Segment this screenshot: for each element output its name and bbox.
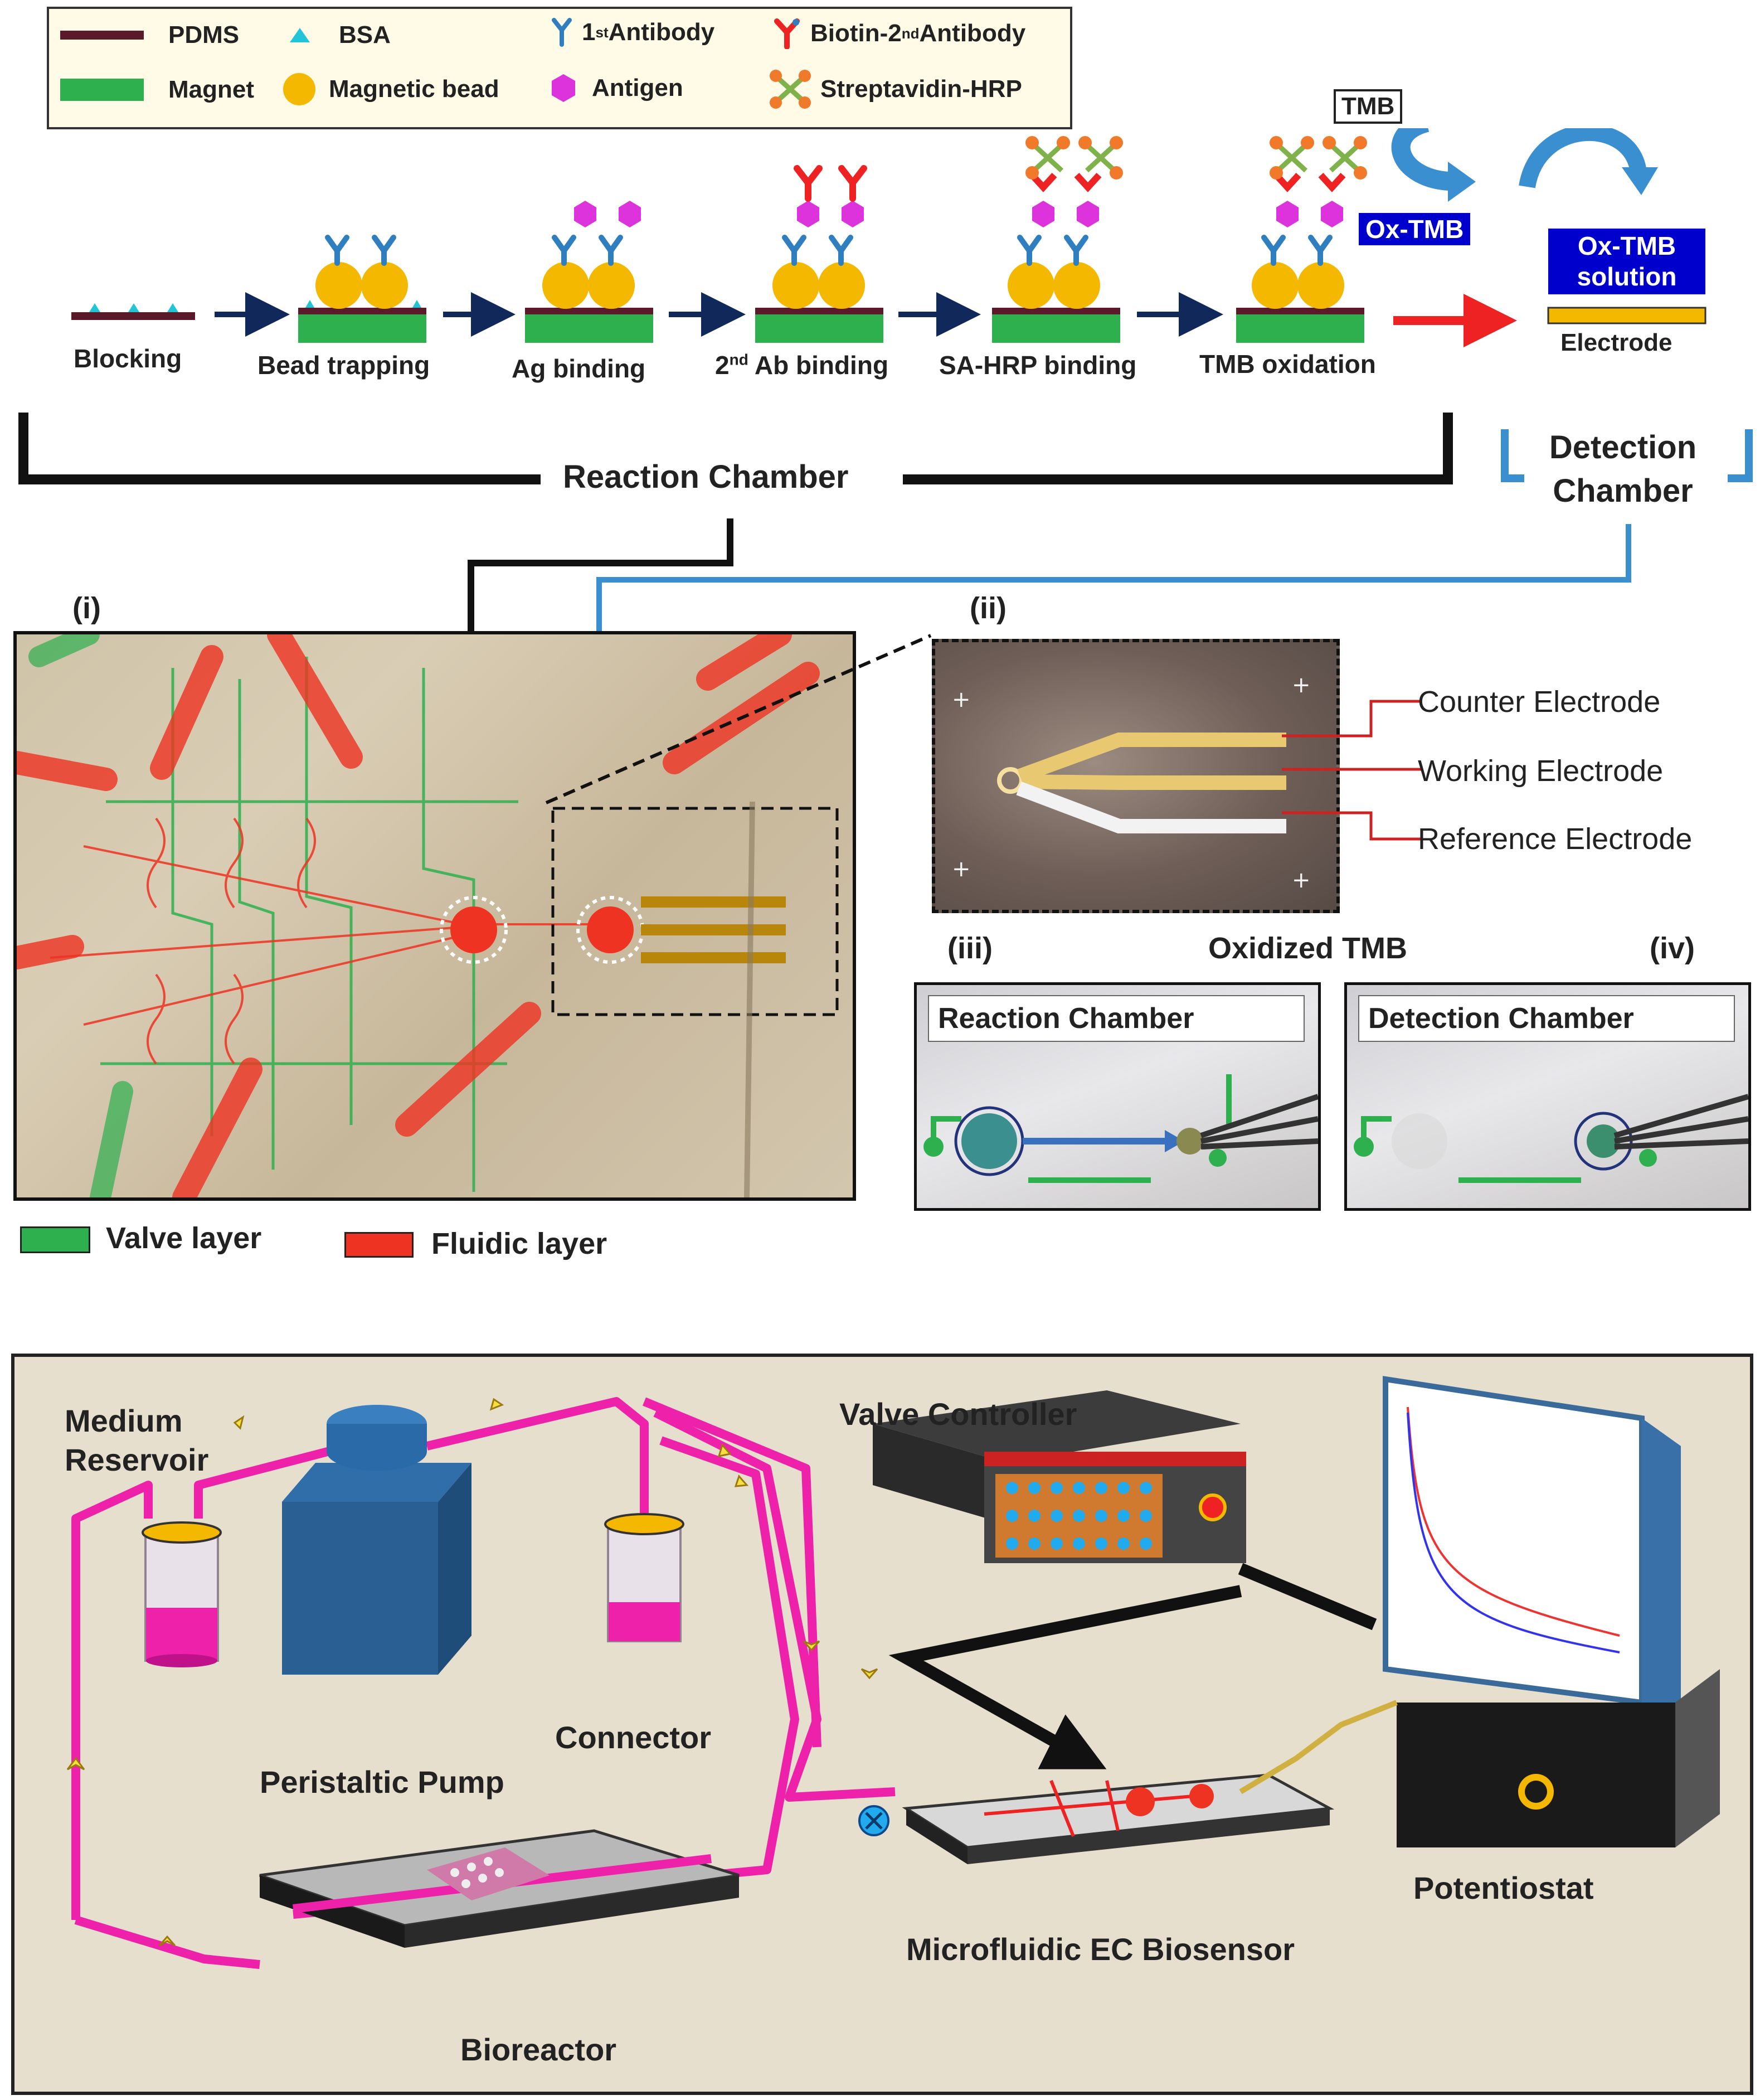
- step-sa-hrp-binding-graphic: [992, 136, 1123, 343]
- svg-text:+: +: [952, 856, 971, 882]
- panel-label-ii: (ii): [970, 591, 1007, 625]
- tmb-box: TMB: [1334, 89, 1403, 124]
- step-tmb-oxidation-graphic: [1236, 136, 1367, 343]
- detection-chamber-scene: [1354, 1094, 1748, 1183]
- legend-item-bsa: BSA: [289, 21, 391, 49]
- step-label-2nd-ab-binding: 2nd Ab binding: [715, 351, 889, 380]
- panel-label-iv: (iv): [1650, 932, 1695, 965]
- electrode-bar: [1547, 307, 1706, 324]
- step-label-tmb-oxidation: TMB oxidation: [1199, 350, 1376, 379]
- zoom-connector: [545, 634, 932, 804]
- counter-electrode-label: Counter Electrode: [1418, 685, 1661, 719]
- step-ag-binding-graphic: [525, 201, 653, 343]
- legend-item-magnet: Magnet: [60, 76, 254, 104]
- connector-label: Connector: [555, 1720, 711, 1755]
- magnet-bar-icon: [60, 79, 144, 101]
- peristaltic-pump-label: Peristaltic Pump: [260, 1764, 504, 1800]
- svg-text:+: +: [1292, 867, 1311, 893]
- valve-layer-label: Valve layer: [106, 1221, 262, 1255]
- bsa-triangle-icon: [290, 28, 310, 42]
- bead-circle-icon: [283, 73, 315, 105]
- ox-tmb-solution-box: Ox-TMB solution: [1548, 229, 1705, 295]
- bioreactor-label: Bioreactor: [460, 2032, 617, 2067]
- working-electrode-label: Working Electrode: [1418, 754, 1664, 788]
- reference-electrode-label: Reference Electrode: [1418, 822, 1693, 856]
- step-label-sa-hrp-binding: SA-HRP binding: [939, 351, 1137, 380]
- detection-chamber-label: Detection Chamber: [1549, 429, 1697, 510]
- svg-text:+: +: [952, 687, 971, 712]
- legend-item-magnetic-bead: Magnetic bead: [283, 73, 499, 105]
- step-blocking-graphic: [71, 303, 195, 320]
- reaction-chamber-caption: Reaction Chamber: [928, 995, 1305, 1042]
- panel-label-i: (i): [72, 591, 101, 625]
- step-2nd-ab-binding-graphic: [755, 165, 883, 343]
- chamber-brackets: [18, 413, 1753, 636]
- biotin-antibody-icon: [774, 18, 800, 49]
- detection-chamber-photo: Detection Chamber: [1344, 982, 1751, 1211]
- step-label-blocking: Blocking: [74, 344, 182, 373]
- system-graphics: [66, 1376, 1720, 1969]
- step-label-ag-binding: Ag binding: [512, 354, 646, 383]
- oxidized-tmb-label: Oxidized TMB: [1208, 932, 1408, 965]
- fluidic-layer-label: Fluidic layer: [431, 1227, 607, 1260]
- electrode-callout-lines: [1282, 700, 1421, 841]
- legend-item-streptavidin-hrp: Streptavidin-HRP: [768, 69, 1022, 109]
- chip-channels: [17, 634, 839, 1197]
- medium-reservoir-label: Medium Reservoir: [65, 1403, 209, 1477]
- curved-arrow-tmb: [1391, 128, 1450, 191]
- pdms-bar-icon: [60, 31, 144, 40]
- curved-arrow-ox: [1519, 128, 1647, 188]
- legend-item-antigen: Antigen: [551, 73, 683, 103]
- panel-label-iii: (iii): [947, 932, 993, 965]
- antigen-hexagon-icon: [552, 74, 575, 102]
- electrode-traces: + + + +: [952, 672, 1311, 893]
- legend-item-pdms: PDMS: [60, 21, 239, 49]
- biosensor-label: Microfluidic EC Biosensor: [906, 1932, 1295, 1967]
- reaction-chamber-label: Reaction Chamber: [563, 459, 849, 495]
- system-diagram: Medium Reservoir Peristaltic Pump Connec…: [11, 1354, 1753, 2095]
- valve-controller-label: Valve Controller: [839, 1396, 1077, 1432]
- first-antibody-icon: [552, 18, 572, 47]
- step-bead-trapping-graphic: [298, 235, 426, 343]
- step-label-bead-trapping: Bead trapping: [257, 351, 430, 380]
- assay-process-diagram: [71, 128, 1706, 347]
- detection-chamber-caption: Detection Chamber: [1358, 995, 1735, 1042]
- svg-text:+: +: [1292, 672, 1311, 698]
- reaction-chamber-scene: [923, 1074, 1318, 1183]
- streptavidin-hrp-icon: [770, 70, 811, 109]
- ox-tmb-box: Ox-TMB: [1359, 213, 1471, 245]
- electrode-label: Electrode: [1560, 329, 1673, 356]
- reaction-chamber-photo: Reaction Chamber: [914, 982, 1321, 1211]
- fluidic-layer-swatch: [344, 1232, 414, 1258]
- potentiostat-label: Potentiostat: [1413, 1870, 1594, 1905]
- chip-photo: [13, 631, 856, 1201]
- electrode-photo: + + + +: [932, 639, 1340, 913]
- valve-layer-swatch: [20, 1226, 90, 1253]
